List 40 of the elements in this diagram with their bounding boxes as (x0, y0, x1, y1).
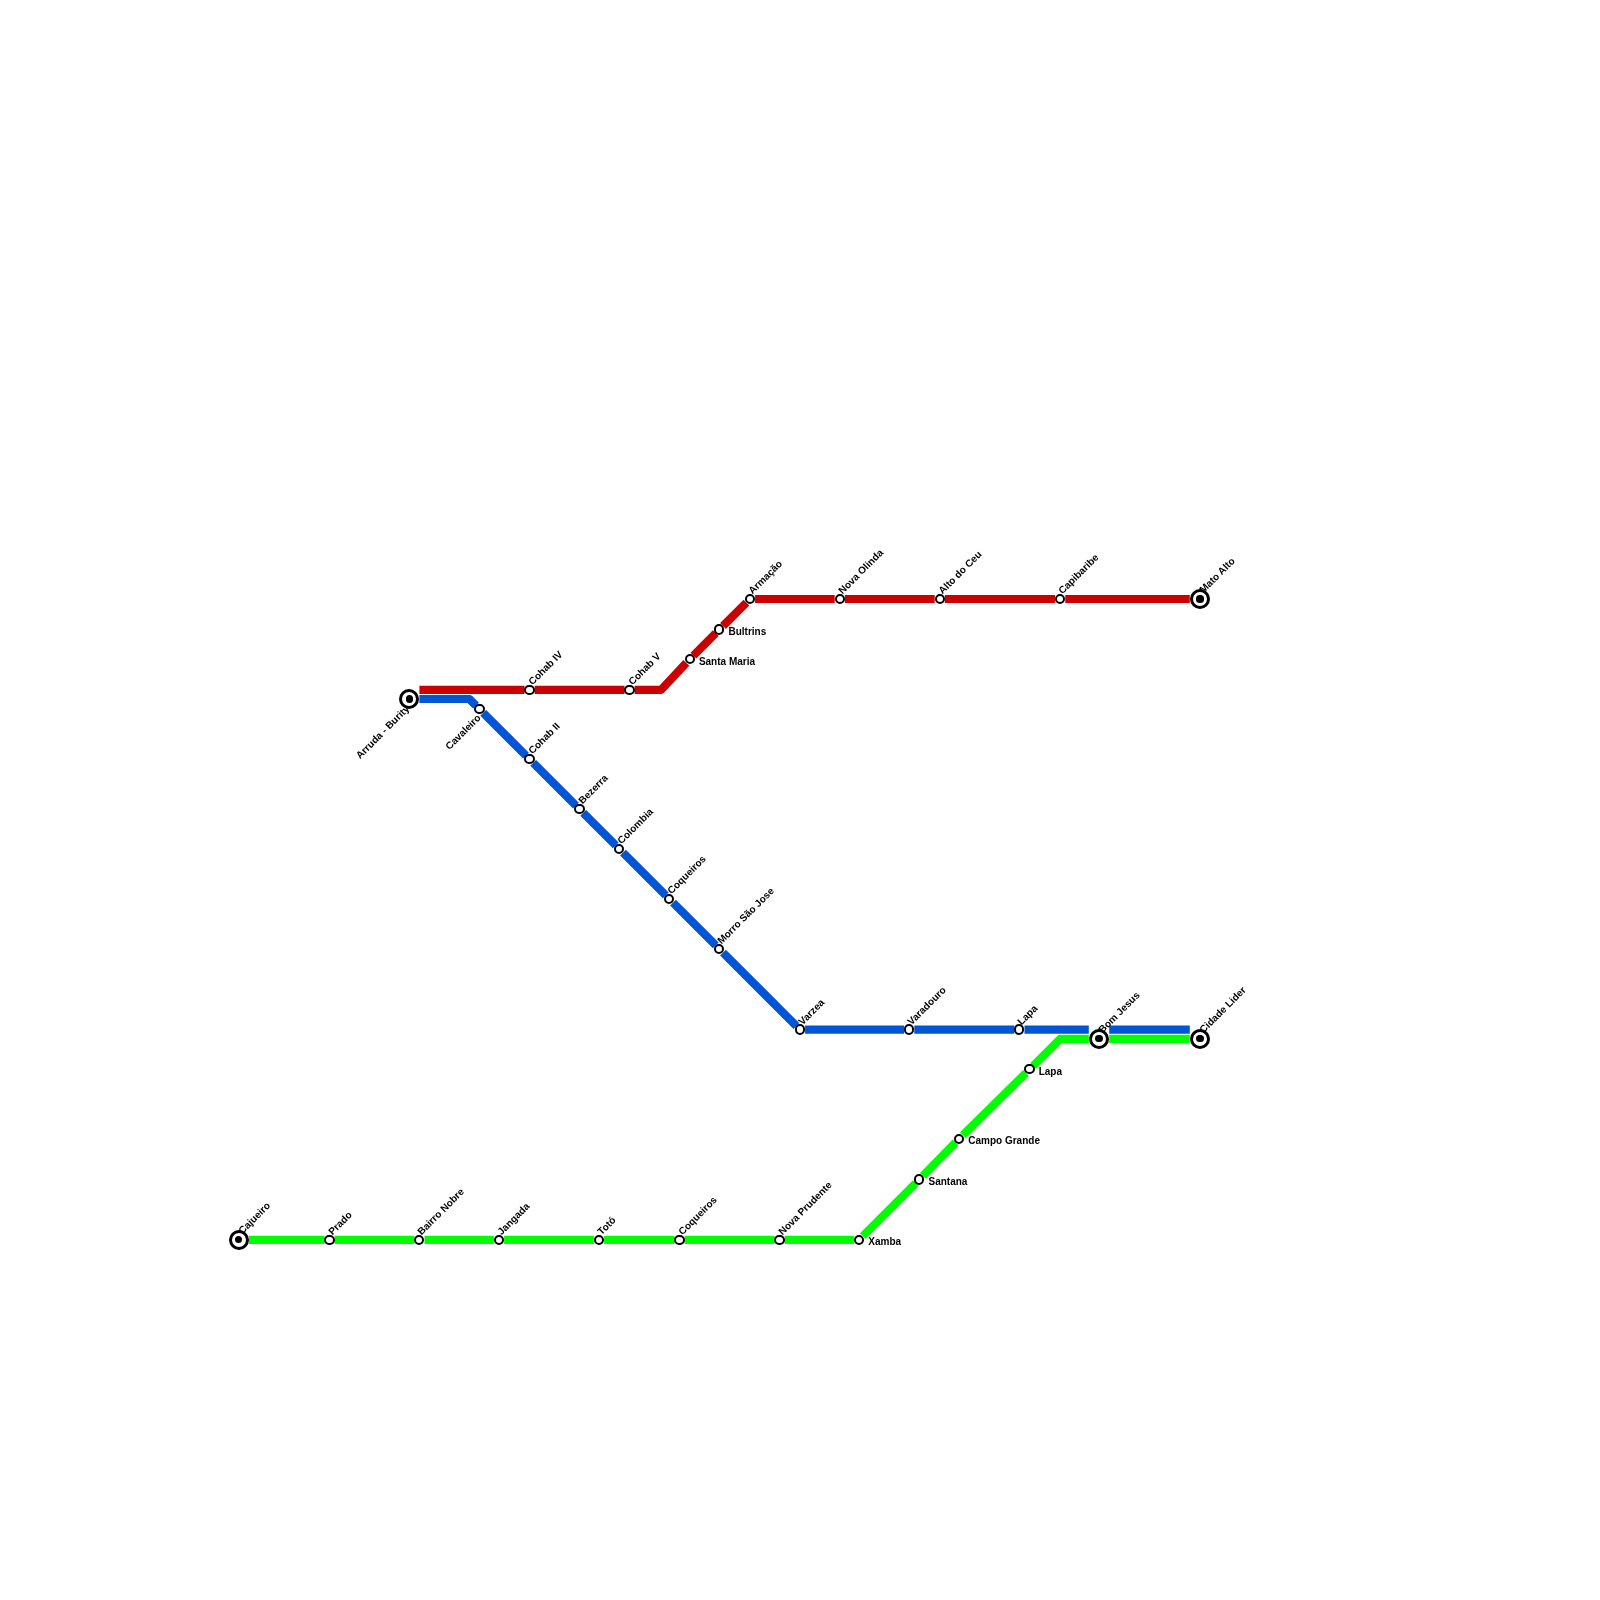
rail-line (720, 599, 750, 629)
rail-line (419, 694, 479, 709)
rail-line (620, 849, 669, 899)
rail-line (1109, 1025, 1190, 1034)
rail-line (670, 899, 719, 949)
station-label: Santa Maria (698, 655, 756, 667)
rail-line (580, 809, 619, 849)
rail-line (634, 660, 690, 694)
rail-line (534, 685, 625, 694)
rail-line (334, 1235, 415, 1244)
rail-line (914, 1025, 1015, 1034)
rail-line (1065, 594, 1190, 604)
rail-line (249, 1235, 325, 1244)
rail-line (1109, 1034, 1190, 1043)
rail-line (944, 594, 1056, 604)
rail-line (805, 1025, 905, 1034)
rail-line (504, 1235, 594, 1244)
station-label: Xamba (868, 1236, 902, 1248)
rail-line (784, 1235, 855, 1244)
station-label: Santana (928, 1176, 968, 1188)
rail-line (844, 594, 935, 604)
rail-line (604, 1235, 675, 1244)
rail-line (419, 685, 525, 694)
rail-line (1030, 1034, 1089, 1069)
rail-line (959, 1070, 1029, 1139)
station-label: Totó (595, 1214, 618, 1237)
rail-line (859, 1180, 919, 1240)
station-label: Alto do Ceu (936, 548, 984, 596)
rail-line (919, 1139, 959, 1179)
rail-line (690, 630, 719, 659)
rail-line (755, 594, 835, 604)
station-label: Bultrins (728, 626, 767, 638)
rail-line (424, 1235, 494, 1244)
rail-line (1024, 1025, 1089, 1034)
rail-line (720, 949, 800, 1029)
rail-line (480, 709, 529, 759)
rail-line (684, 1235, 775, 1244)
station-label: Campo Grande (968, 1135, 1040, 1147)
rail-line (530, 759, 579, 809)
station-label: Lapa (1038, 1065, 1063, 1077)
